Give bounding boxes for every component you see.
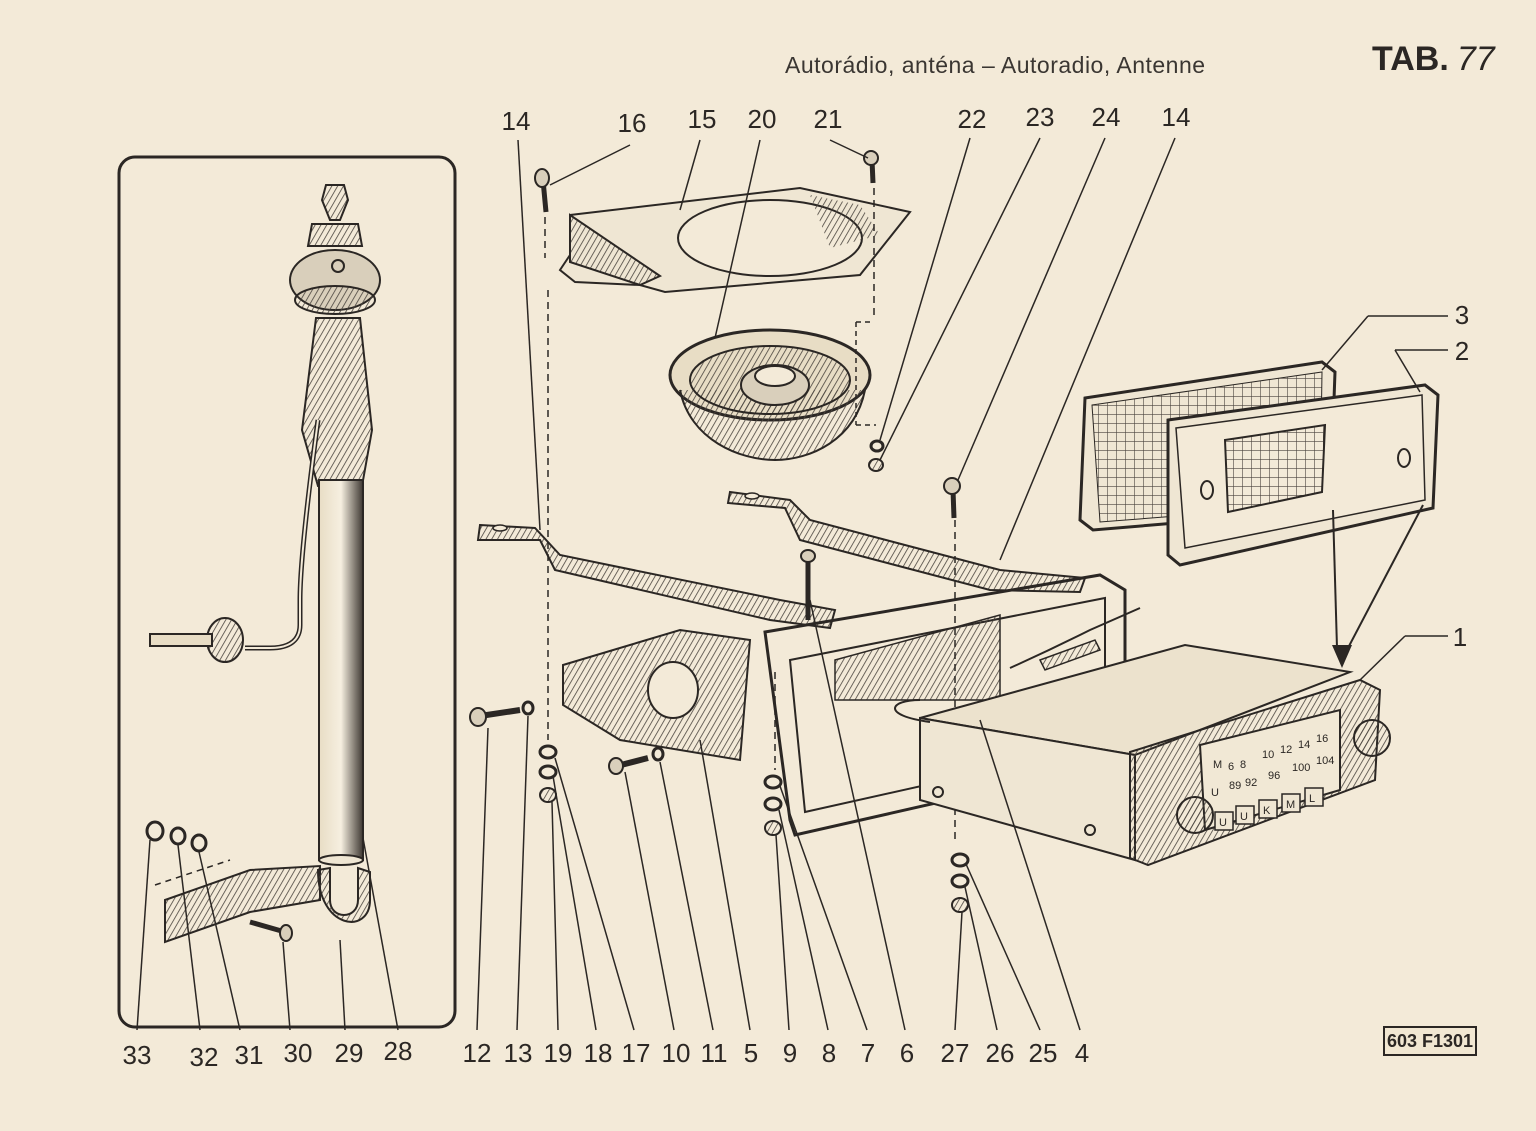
button-k: K: [1263, 805, 1271, 817]
speaker: [668, 328, 872, 462]
callout-bottom: 12: [462, 1038, 492, 1068]
dial-m-16: 16: [1316, 733, 1328, 745]
right-support-strap: [726, 490, 1087, 594]
callout-bottom: 7: [860, 1038, 876, 1068]
callout-bottom: 13: [503, 1038, 533, 1068]
callout-bottom: 18: [583, 1038, 613, 1068]
callout-bottom: 28: [383, 1036, 413, 1066]
drawing-reference: 603 F1301: [1383, 1026, 1477, 1056]
callout-bottom: 6: [899, 1038, 915, 1068]
callout-top: 24: [1091, 102, 1121, 132]
table-number: TAB.77: [1372, 40, 1495, 79]
callout-bottom: 31: [234, 1040, 264, 1070]
callout-bottom: 9: [782, 1038, 798, 1068]
callout-right: 1: [1452, 622, 1468, 652]
callout-right: 2: [1454, 336, 1470, 366]
callout-bottom: 26: [985, 1038, 1015, 1068]
button-m: M: [1286, 799, 1295, 811]
speaker-bracket: [544, 186, 912, 320]
callout-bottom: 10: [661, 1038, 691, 1068]
top-leader-lines: [517, 137, 1448, 681]
bottom-leader-lines: [476, 599, 1081, 1031]
side-bracket: [562, 628, 752, 762]
callout-bottom: 17: [621, 1038, 651, 1068]
dial-u-89: 89: [1229, 780, 1241, 792]
callout-top: 16: [617, 108, 647, 138]
dial-u-label: U: [1211, 787, 1219, 799]
callout-bottom: 5: [743, 1038, 759, 1068]
page-title: Autorádio, anténa – Autoradio, Antenne: [785, 52, 1206, 78]
antenna-inset: [117, 155, 457, 1031]
callout-bottom: 33: [122, 1040, 152, 1070]
callout-bottom: 19: [543, 1038, 573, 1068]
dial-m-14: 14: [1298, 739, 1310, 751]
callout-bottom: 4: [1074, 1038, 1090, 1068]
callout-top: 22: [957, 104, 987, 134]
button-u1: U: [1219, 817, 1227, 829]
tab-label: TAB.: [1372, 40, 1449, 78]
callout-bottom: 32: [189, 1042, 219, 1072]
dial-u-100: 100: [1292, 762, 1310, 774]
callout-bottom: 29: [334, 1038, 364, 1068]
dial-m-6: 6: [1228, 761, 1234, 773]
button-u2: U: [1240, 811, 1248, 823]
small-fasteners: [534, 150, 961, 519]
callout-bottom: 30: [283, 1038, 313, 1068]
front-bezel: [1166, 383, 1440, 567]
car-radio-unit: [894, 607, 1391, 867]
mounting-screws: [469, 700, 970, 913]
callout-bottom: 11: [700, 1038, 728, 1068]
dial-u-104: 104: [1316, 755, 1334, 767]
callout-bottom: 25: [1028, 1038, 1058, 1068]
button-l: L: [1309, 793, 1315, 805]
dial-m-label: M: [1213, 759, 1222, 771]
left-support-strap: [476, 523, 837, 630]
callout-top: 20: [747, 104, 777, 134]
callout-right: 3: [1454, 300, 1470, 330]
callout-top: 21: [813, 104, 843, 134]
assembly-arrows: [1332, 504, 1424, 668]
callout-top: 23: [1025, 102, 1055, 132]
dial-m-10: 10: [1262, 749, 1274, 761]
dial-u-96: 96: [1268, 770, 1280, 782]
tab-number: 77: [1456, 40, 1495, 78]
dial-u-92: 92: [1245, 777, 1257, 789]
callout-top: 15: [687, 104, 717, 134]
callout-top: 14: [1161, 102, 1191, 132]
callout-bottom: 8: [821, 1038, 837, 1068]
callout-bottom: 27: [940, 1038, 970, 1068]
dial-m-8: 8: [1240, 759, 1246, 771]
radio-dial: M 6 8 10 12 14 16 U 89 92 96 100 104 U U…: [1211, 733, 1334, 831]
dial-m-12: 12: [1280, 744, 1292, 756]
callout-top: 14: [501, 106, 531, 136]
radio-buttons: U U K M L: [1214, 787, 1324, 831]
